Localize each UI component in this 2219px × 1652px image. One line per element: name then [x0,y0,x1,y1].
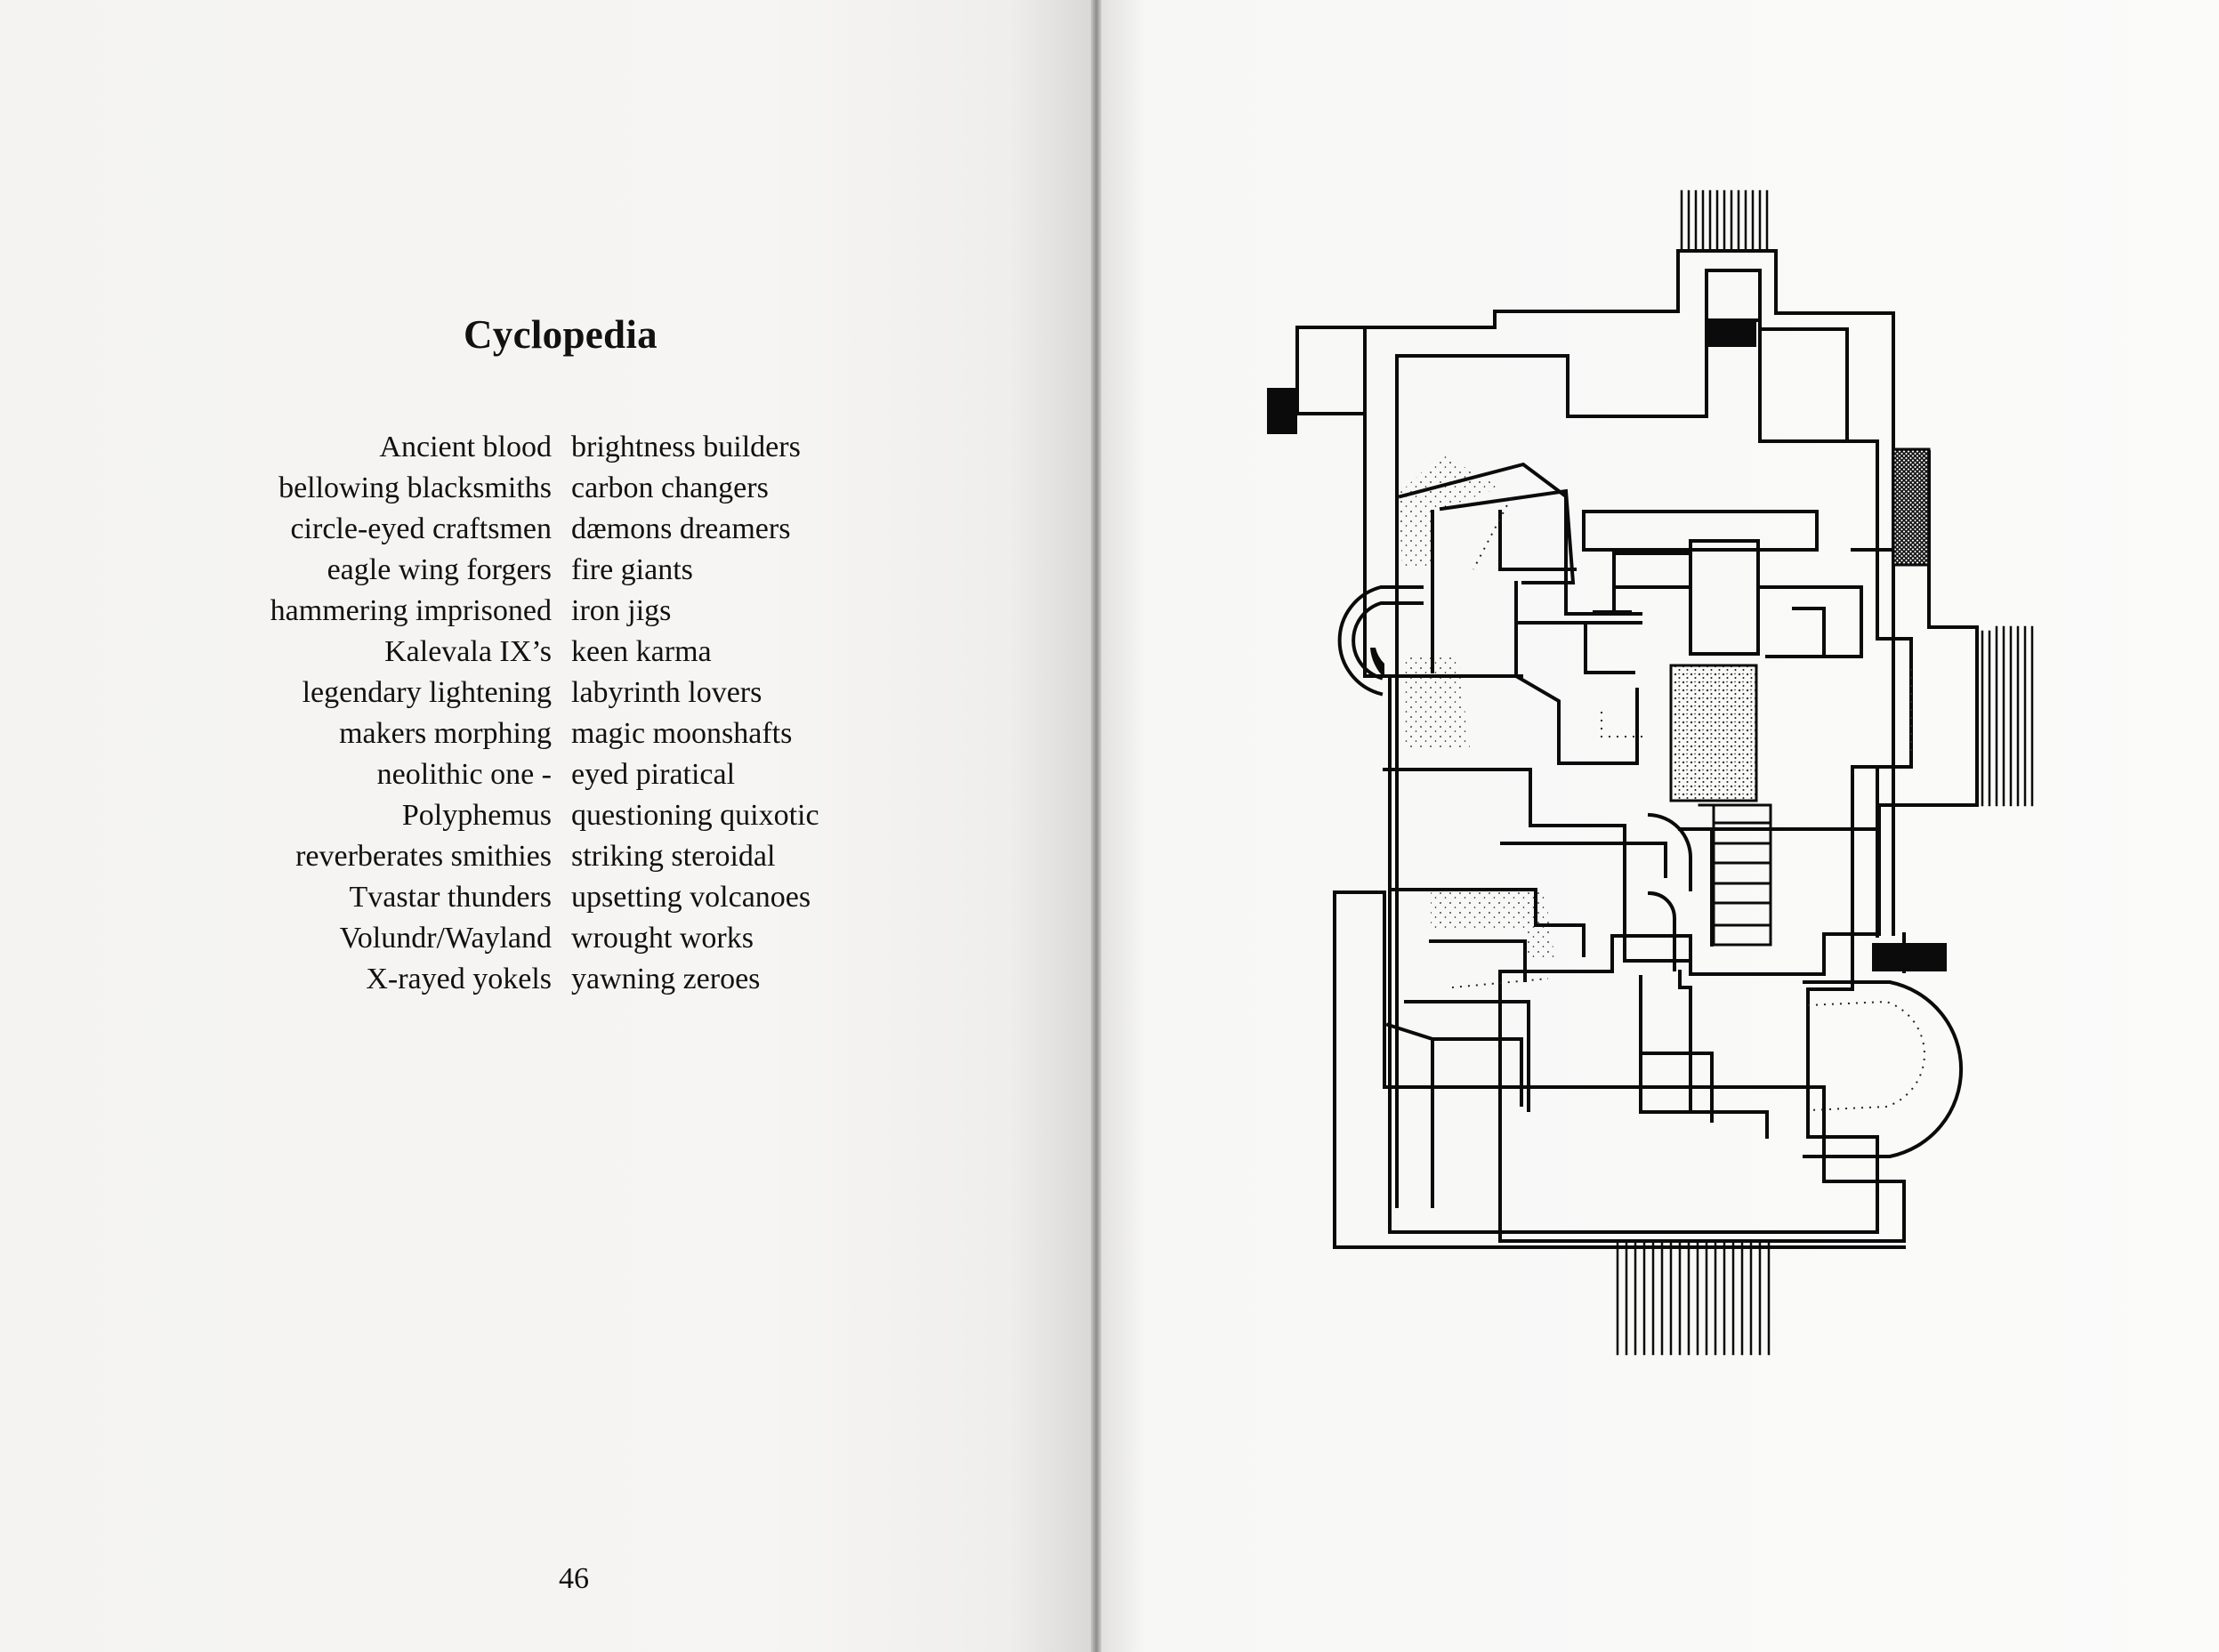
poem-line: Volundr/Wayland wrought works [0,922,1096,963]
poem-line-right: fire giants [571,553,693,586]
poem-line-left: makers morphing [339,717,552,750]
poem-line-right: labyrinth lovers [571,676,763,709]
poem-line: circle-eyed craftsmen dæmons dreamers [0,512,1096,553]
poem-line-right: eyed piratical [571,758,736,791]
poem-line-left: eagle wing forgers [327,553,552,586]
poem-line-left: Volundr/Wayland [339,922,552,955]
poem-line-right: iron jigs [571,594,672,627]
poem-line: eagle wing forgers fire giants [0,553,1096,594]
poem-line-left: circle-eyed craftsmen [290,512,552,545]
poem-line: makers morphing magic moonshafts [0,717,1096,758]
poem-line: hammering imprisoned iron jigs [0,594,1096,635]
poem-line: reverberates smithies striking steroidal [0,840,1096,881]
poem-line-right: wrought works [571,922,754,955]
poem-line-right: carbon changers [571,471,769,504]
stippled-areas [1399,454,1756,961]
right-stripe-block [1981,625,2034,807]
poem-line-left: bellowing blacksmiths [278,471,552,504]
poem-line: legendary lightening labyrinth lovers [0,676,1096,717]
poem-line: bellowing blacksmiths carbon changers [0,471,1096,512]
bottom-stripe-block [1616,1242,1771,1356]
poem-line: Ancient blood brightness builders [0,431,1096,471]
poem-line-left: X-rayed yokels [366,963,552,995]
dotted-outlines [1451,497,1925,1111]
poem-title: Cyclopedia [463,312,658,357]
poem-line: Tvastar thunders upsetting volcanoes [0,881,1096,922]
right-page [1101,0,2219,1652]
poem-line-left: reverberates smithies [295,840,552,873]
left-page: Cyclopedia Ancient blood brightness build… [0,0,1096,1652]
labyrinth-drawing [1267,189,2034,1356]
poem-line-left: Polyphemus [401,799,552,832]
poem-line-right: magic moonshafts [571,717,793,750]
page-number: 46 [559,1562,589,1595]
poem-line-left: neolithic one - [376,758,552,791]
staircase [1698,803,1772,947]
crosshatch-block [1892,447,1931,567]
top-stripe-block [1680,189,1769,251]
left-entry-box [1295,326,1367,415]
left-arch [1337,585,1424,697]
right-arch-room [1803,980,1964,1158]
poem-line-left: Tvastar thunders [349,881,552,914]
poem-line-right: keen karma [571,635,712,668]
poem-line-right: dæmons dreamers [571,512,791,545]
poem-line-right: upsetting volcanoes [571,881,811,914]
poem-line: Polyphemus questioning quixotic [0,799,1096,840]
poem-line-right: brightness builders [571,431,801,463]
poem-line-left: Kalevala IX’s [384,635,552,668]
poem-line-right: striking steroidal [571,840,776,873]
poem-line-right: questioning quixotic [571,799,819,832]
poem-line: Kalevala IX’s keen karma [0,635,1096,676]
book-gutter [1091,0,1103,1652]
poem-line: neolithic one - eyed piratical [0,758,1096,799]
poem-line-left: Ancient blood [379,431,552,463]
poem-line-right: yawning zeroes [571,963,761,995]
solid-blocks [1267,322,1947,971]
poem-line-left: legendary lightening [302,676,552,709]
poem-line-left: hammering imprisoned [270,594,552,627]
poem-line: X-rayed yokels yawning zeroes [0,963,1096,1003]
